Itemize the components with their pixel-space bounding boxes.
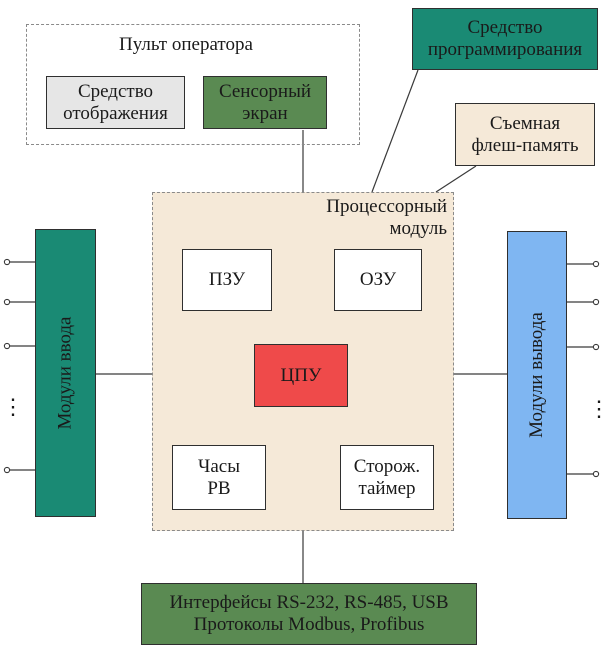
output-ellipsis: ⋮ bbox=[588, 396, 605, 421]
interfaces-line-2: Протоколы Modbus, Profibus bbox=[193, 614, 425, 635]
flash-link bbox=[435, 165, 477, 193]
interfaces-line-1: Интерфейсы RS-232, RS-485, USB bbox=[169, 592, 449, 613]
processor-module-title: Процессорный модуль bbox=[326, 196, 447, 239]
display-means-box: Средство отображения bbox=[46, 76, 185, 129]
programming-tool-box: Средство программирования bbox=[412, 8, 598, 70]
output-modules-box: Модули вывода bbox=[507, 231, 567, 519]
touch-screen-box: Сенсорный экран bbox=[203, 76, 327, 129]
watchdog-box: Сторож. таймер bbox=[340, 445, 434, 510]
output-terminal bbox=[592, 470, 600, 478]
output-modules-label: Модули вывода bbox=[526, 312, 547, 438]
operator-panel-frame bbox=[26, 24, 360, 145]
ram-box: ОЗУ bbox=[334, 249, 422, 311]
removable-flash-box: Съемная флеш-память bbox=[455, 103, 595, 166]
input-terminal bbox=[3, 298, 11, 306]
output-terminal bbox=[592, 343, 600, 351]
input-terminal bbox=[3, 258, 11, 266]
rom-box: ПЗУ bbox=[182, 249, 272, 311]
input-ellipsis: ⋮ bbox=[2, 394, 24, 419]
operator-panel-title: Пульт оператора bbox=[119, 34, 253, 55]
interfaces-box: Интерфейсы RS-232, RS-485, USB Протоколы… bbox=[141, 583, 477, 645]
input-terminal bbox=[3, 342, 11, 350]
rtc-box: Часы РВ bbox=[172, 445, 266, 510]
output-terminal bbox=[592, 260, 600, 268]
output-terminal bbox=[592, 298, 600, 306]
programming-link bbox=[371, 69, 419, 193]
input-terminal bbox=[3, 466, 11, 474]
cpu-box: ЦПУ bbox=[254, 344, 348, 407]
input-modules-box: Модули ввода bbox=[35, 229, 96, 517]
input-modules-label: Модули ввода bbox=[54, 316, 76, 430]
